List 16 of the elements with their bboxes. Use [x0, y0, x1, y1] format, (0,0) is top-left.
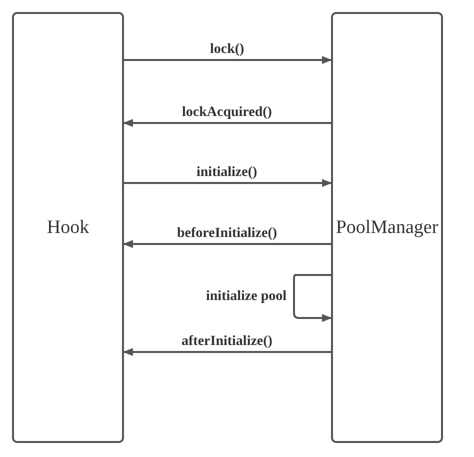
message-arrow — [123, 119, 331, 127]
lifeline-box — [331, 12, 443, 443]
edge-label: beforeInitialize() — [176, 226, 278, 242]
message-arrow — [123, 348, 331, 356]
message-arrow — [123, 240, 331, 248]
lifeline-title: PoolManager — [336, 216, 438, 238]
lifeline-box — [12, 12, 124, 443]
edge-label: afterInitialize() — [180, 334, 274, 350]
edge-label: initialize pool — [205, 288, 288, 304]
message-arrow — [124, 179, 332, 187]
message-arrow — [124, 56, 332, 64]
edge-label: lockAcquired() — [181, 105, 273, 121]
edge-label: lock() — [209, 42, 246, 58]
edge-label: initialize() — [196, 165, 258, 181]
lifeline-title: Hook — [46, 216, 90, 238]
self-loop-arrow — [293, 274, 332, 322]
